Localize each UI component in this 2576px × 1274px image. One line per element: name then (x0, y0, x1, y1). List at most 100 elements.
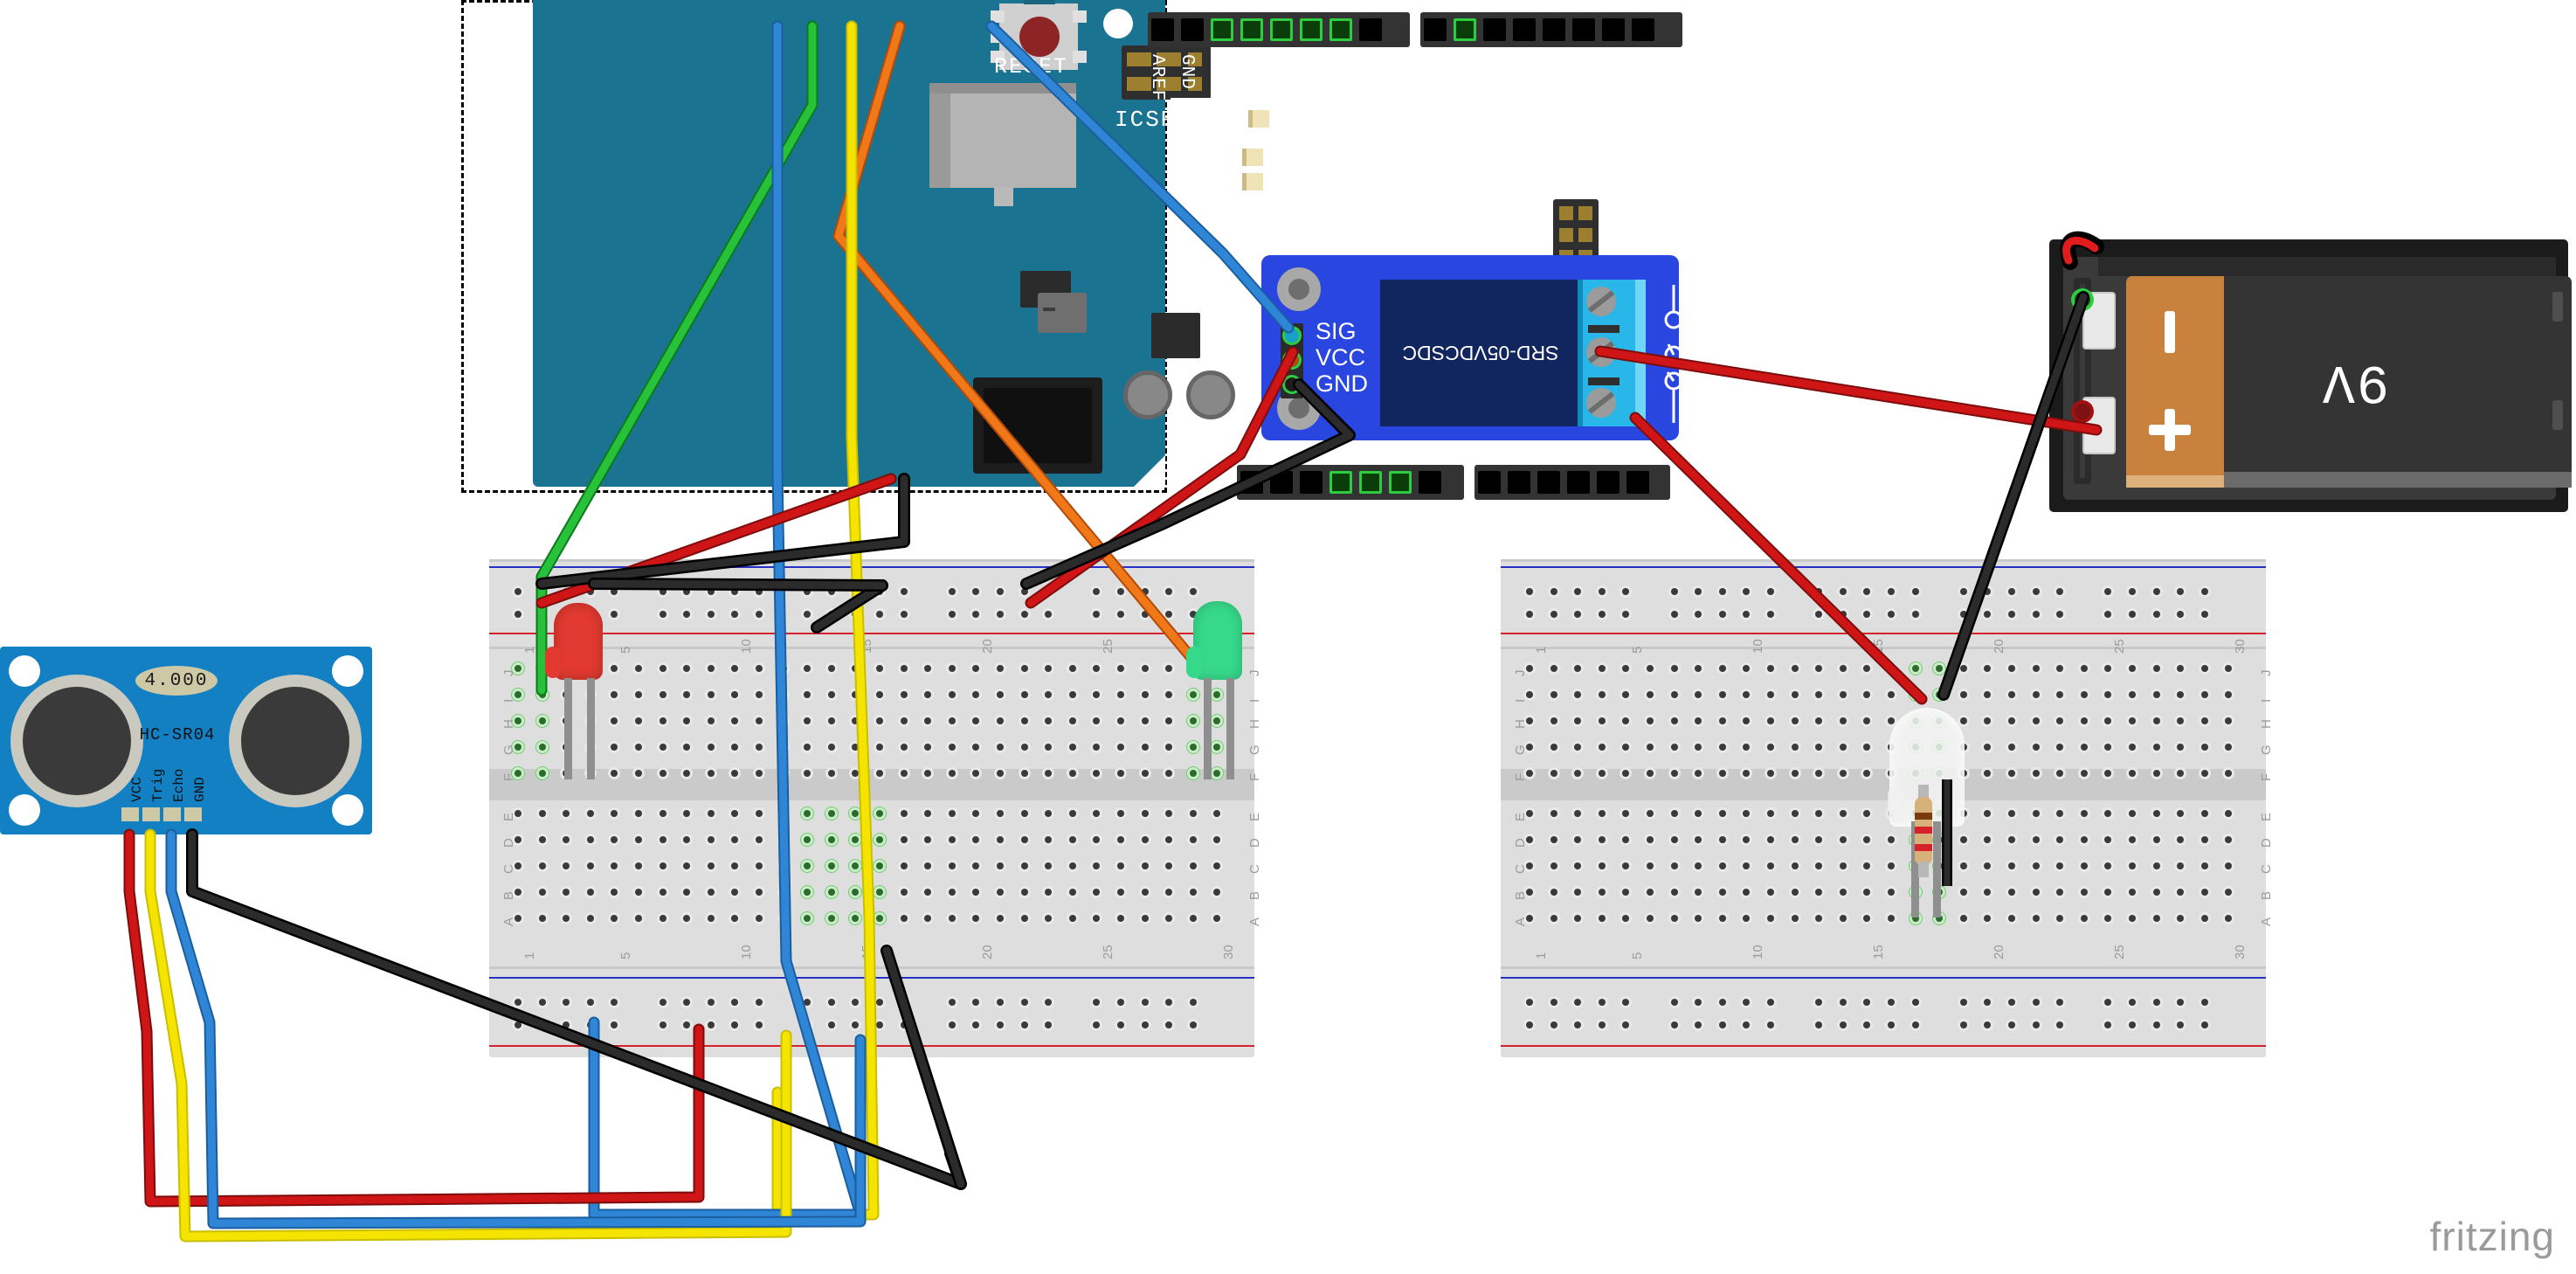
breadboard-hole-A13[interactable] (801, 912, 814, 924)
breadboard-hole-F29[interactable] (1186, 767, 1199, 779)
breadboard-hole-F24[interactable] (2077, 767, 2090, 779)
breadboard-hole-C3[interactable] (1571, 860, 1585, 872)
breadboard-hole-E3[interactable] (560, 807, 573, 820)
breadboard-rail-hole[interactable] (1861, 1019, 1874, 1031)
breadboard-hole-J19[interactable] (1957, 662, 1970, 675)
breadboard-hole-A21[interactable] (994, 912, 1006, 924)
breadboard-hole-D10[interactable] (729, 834, 742, 846)
breadboard-rail-hole[interactable] (1861, 996, 1874, 1008)
breadboard-rail-hole[interactable] (1765, 1019, 1777, 1031)
breadboard-hole-F26[interactable] (2126, 767, 2138, 779)
breadboard-hole-C6[interactable] (1644, 860, 1656, 872)
arduino-pin-socket-VIN[interactable] (1419, 471, 1441, 494)
breadboard-hole-A15[interactable] (849, 912, 862, 924)
breadboard-hole-F29[interactable] (2198, 767, 2211, 779)
battery-terminal-positive[interactable] (2075, 404, 2090, 419)
breadboard-rail-hole[interactable] (584, 585, 597, 598)
breadboard-hole-A2[interactable] (1547, 912, 1560, 924)
breadboard-hole-H10[interactable] (729, 715, 742, 727)
breadboard-hole-C18[interactable] (922, 860, 935, 872)
breadboard-rail-hole[interactable] (2174, 996, 2187, 1008)
breadboard-hole-H20[interactable] (1981, 715, 1994, 727)
breadboard-rail-hole[interactable] (2054, 1019, 2067, 1031)
breadboard-rail-hole[interactable] (2029, 585, 2042, 598)
breadboard-hole-H14[interactable] (825, 715, 838, 727)
breadboard-rail-hole[interactable] (1018, 1019, 1031, 1031)
breadboard-hole-H20[interactable] (970, 715, 983, 727)
breadboard-hole-J28[interactable] (2174, 662, 2187, 675)
breadboard-hole-F28[interactable] (2174, 767, 2187, 779)
breadboard-rail-hole[interactable] (945, 585, 958, 598)
relay-module[interactable]: SRD-05VDCSDC SIG VCC GND (1261, 255, 1683, 440)
breadboard-rail-hole[interactable] (656, 608, 669, 620)
breadboard-rail-hole[interactable] (1547, 608, 1560, 620)
breadboard-hole-H4[interactable] (1595, 715, 1608, 727)
breadboard-hole-E13[interactable] (1813, 807, 1826, 820)
breadboard-hole-G21[interactable] (2006, 741, 2018, 753)
breadboard-hole-A6[interactable] (1644, 912, 1656, 924)
breadboard-hole-F6[interactable] (1644, 767, 1656, 779)
breadboard-rail-hole[interactable] (1115, 608, 1127, 620)
breadboard-rail-hole[interactable] (560, 1019, 573, 1031)
breadboard-hole-J22[interactable] (1018, 662, 1031, 675)
breadboard-rail-hole[interactable] (1115, 1019, 1127, 1031)
breadboard-rail-hole[interactable] (1813, 608, 1826, 620)
breadboard-rail-hole[interactable] (1619, 608, 1633, 620)
breadboard-hole-H3[interactable] (1571, 715, 1585, 727)
arduino-pin-socket-A5[interactable] (1626, 471, 1649, 494)
breadboard-hole-D14[interactable] (1836, 834, 1849, 846)
breadboard-hole-F9[interactable] (704, 767, 717, 779)
breadboard-rail-hole[interactable] (1186, 585, 1199, 598)
breadboard-rail-hole[interactable] (1018, 608, 1031, 620)
breadboard-hole-D21[interactable] (2006, 834, 2018, 846)
breadboard-rail-hole[interactable] (849, 996, 862, 1008)
breadboard-hole-F22[interactable] (1018, 767, 1031, 779)
breadboard-hole-I7[interactable] (656, 689, 669, 701)
breadboard-rail-hole[interactable] (945, 608, 958, 620)
breadboard-rail-hole[interactable] (1740, 1019, 1753, 1031)
breadboard-hole-I22[interactable] (1018, 689, 1031, 701)
breadboard-hole-I15[interactable] (1861, 689, 1874, 701)
breadboard-hole-J4[interactable] (1595, 662, 1608, 675)
breadboard-hole-G12[interactable] (1788, 741, 1801, 753)
breadboard-hole-I1[interactable] (1523, 689, 1536, 701)
breadboard-hole-E8[interactable] (680, 807, 694, 820)
breadboard-hole-F12[interactable] (1788, 767, 1801, 779)
breadboard-hole-H14[interactable] (1836, 715, 1849, 727)
breadboard-hole-F14[interactable] (1836, 767, 1849, 779)
breadboard-hole-G24[interactable] (1066, 741, 1079, 753)
breadboard-rail-hole[interactable] (753, 1019, 765, 1031)
breadboard-hole-J30[interactable] (2222, 662, 2235, 675)
breadboard-hole-H30[interactable] (2222, 715, 2235, 727)
breadboard-hole-A6[interactable] (632, 912, 645, 924)
breadboard-hole-I24[interactable] (1066, 689, 1079, 701)
breadboard-hole-G17[interactable] (897, 741, 910, 753)
breadboard-rail-hole[interactable] (560, 585, 573, 598)
breadboard-hole-C30[interactable] (1211, 860, 1224, 872)
breadboard-hole-E27[interactable] (2150, 807, 2163, 820)
breadboard-rail-hole[interactable] (849, 608, 862, 620)
breadboard-hole-E28[interactable] (1163, 807, 1176, 820)
breadboard-hole-B13[interactable] (801, 886, 814, 898)
breadboard-rail-hole[interactable] (897, 996, 910, 1008)
breadboard-hole-B12[interactable] (1788, 886, 1801, 898)
breadboard-hole-G6[interactable] (632, 741, 645, 753)
breadboard-hole-H6[interactable] (632, 715, 645, 727)
digital-header-right[interactable] (1420, 12, 1682, 47)
breadboard-hole-F11[interactable] (1765, 767, 1777, 779)
breadboard-hole-E15[interactable] (849, 807, 862, 820)
breadboard-rail-hole[interactable] (2006, 996, 2018, 1008)
breadboard-hole-C20[interactable] (970, 860, 983, 872)
breadboard-hole-J26[interactable] (1115, 662, 1127, 675)
breadboard-rail-hole[interactable] (1523, 996, 1536, 1008)
breadboard-hole-I9[interactable] (704, 689, 717, 701)
breadboard-rail-hole[interactable] (1716, 996, 1729, 1008)
breadboard-hole-C11[interactable] (1765, 860, 1777, 872)
breadboard-hole-C25[interactable] (1090, 860, 1103, 872)
breadboard-hole-C16[interactable] (1885, 860, 1897, 872)
breadboard-hole-I20[interactable] (1981, 689, 1994, 701)
breadboard-hole-A27[interactable] (1138, 912, 1151, 924)
breadboard-hole-G30[interactable] (1211, 741, 1224, 753)
breadboard-hole-D27[interactable] (2150, 834, 2163, 846)
breadboard-hole-I11[interactable] (753, 689, 765, 701)
